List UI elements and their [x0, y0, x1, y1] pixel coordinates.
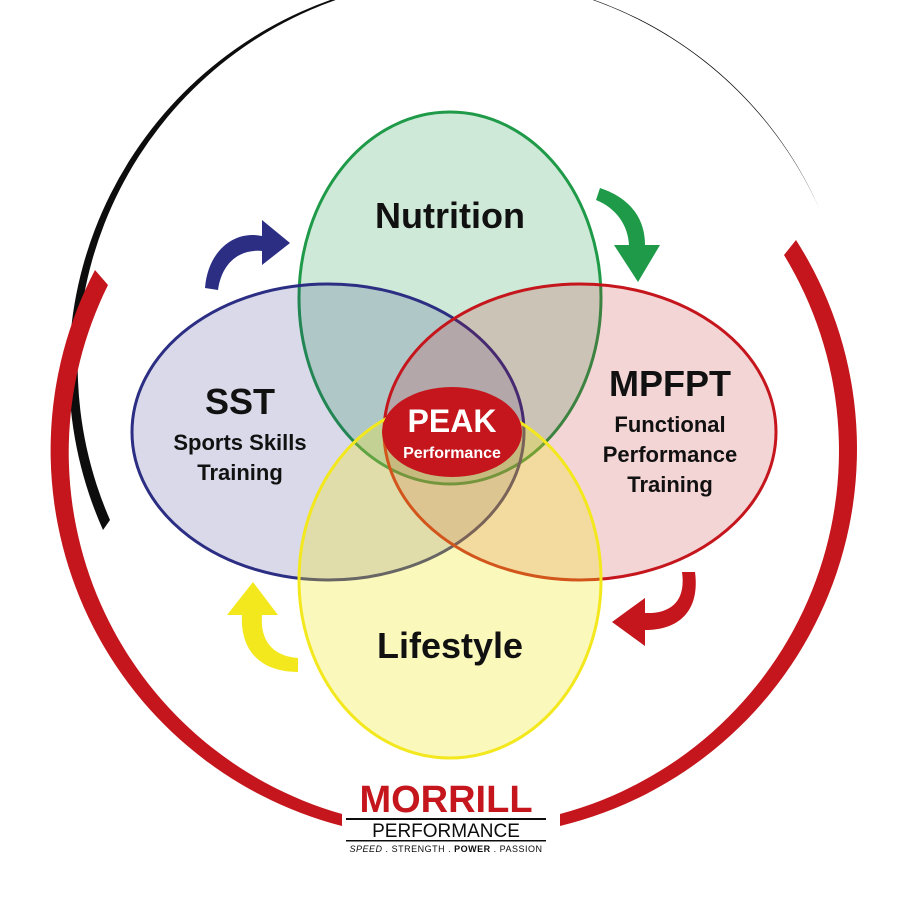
tagline-power: POWER: [454, 844, 491, 854]
sst-circle: [130, 282, 526, 582]
mpfpt-line2: Performance: [603, 442, 738, 467]
brand-divider-top: [346, 818, 546, 820]
sst-line1: Sports Skills: [173, 430, 306, 455]
sst-title: SST: [205, 381, 275, 422]
brand-subname: PERFORMANCE: [372, 821, 520, 842]
curved-arrow-icon: [612, 572, 696, 646]
brand-tagline: SPEED . STRENGTH . POWER . PASSION: [350, 844, 543, 854]
tagline-sep-2: .: [445, 844, 454, 854]
tagline-strength: STRENGTH: [392, 844, 446, 854]
nutrition-title: Nutrition: [375, 195, 525, 236]
mpfpt-title: MPFPT: [609, 363, 731, 404]
tagline-speed: SPEED: [350, 844, 383, 854]
curved-arrow-icon: [227, 582, 298, 672]
brand-name: MORRILL: [359, 779, 532, 821]
lifestyle-title: Lifestyle: [377, 625, 523, 666]
nutrition-circle: [297, 110, 603, 486]
peak-title: PEAK: [408, 403, 497, 439]
tagline-sep-3: .: [491, 844, 500, 854]
tagline-passion: PASSION: [500, 844, 543, 854]
mpfpt-line1: Functional: [614, 412, 725, 437]
sst-line2: Training: [197, 460, 283, 485]
peak-subtitle: Performance: [403, 445, 501, 462]
mpfpt-line3: Training: [627, 472, 713, 497]
brand-divider-bottom: [346, 840, 546, 842]
morrill-performance-logo: MORRILL PERFORMANCE SPEED . STRENGTH . P…: [346, 779, 546, 854]
outer-ring-red-arc-left: [50, 270, 343, 826]
peak-center-badge: [382, 387, 522, 477]
tagline-sep-1: .: [383, 844, 392, 854]
curved-arrow-icon: [205, 220, 290, 290]
curved-arrow-icon: [596, 188, 660, 282]
